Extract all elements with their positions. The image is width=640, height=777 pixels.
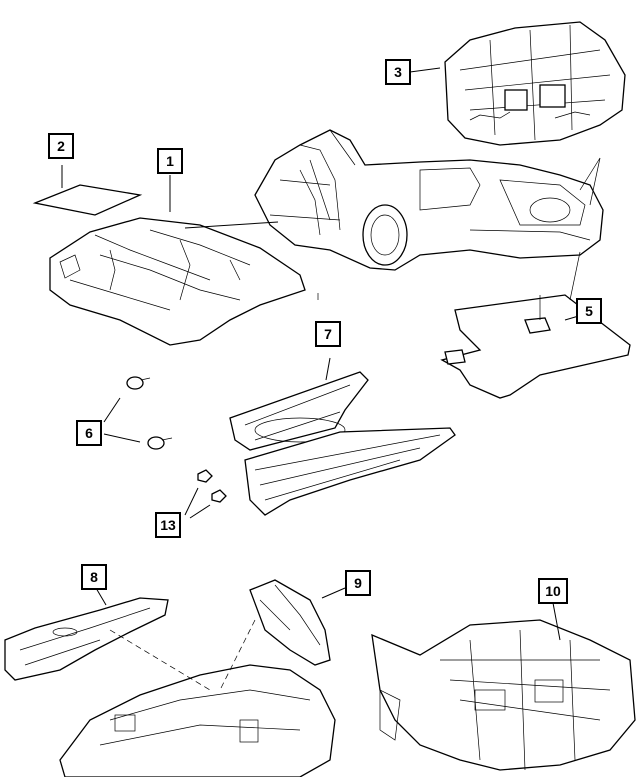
callout-3: 3 xyxy=(385,59,411,85)
callout-7: 7 xyxy=(315,321,341,347)
callout-13: 13 xyxy=(155,512,181,538)
callout-2: 2 xyxy=(48,133,74,159)
callout-8: 8 xyxy=(81,564,107,590)
callout-6: 6 xyxy=(76,420,102,446)
callout-10: 10 xyxy=(538,578,568,604)
rear-body-section-bottom xyxy=(59,619,336,777)
callout-1: 1 xyxy=(157,148,183,174)
part-3-rear-body-section xyxy=(444,21,626,146)
part-13-nuts xyxy=(184,469,227,519)
part-10-rear-body-assembly xyxy=(371,602,636,771)
part-9-quarter-panel xyxy=(249,579,346,666)
callout-9: 9 xyxy=(345,570,371,596)
part-1-floor-carpet xyxy=(49,175,306,346)
part-8-shelf-panel xyxy=(4,587,169,681)
convertible-car-body xyxy=(254,129,604,300)
part-7-trunk-floor xyxy=(229,357,456,516)
part-2-pad xyxy=(32,165,143,216)
callout-5: 5 xyxy=(576,298,602,324)
part-6-plugs xyxy=(103,376,173,450)
